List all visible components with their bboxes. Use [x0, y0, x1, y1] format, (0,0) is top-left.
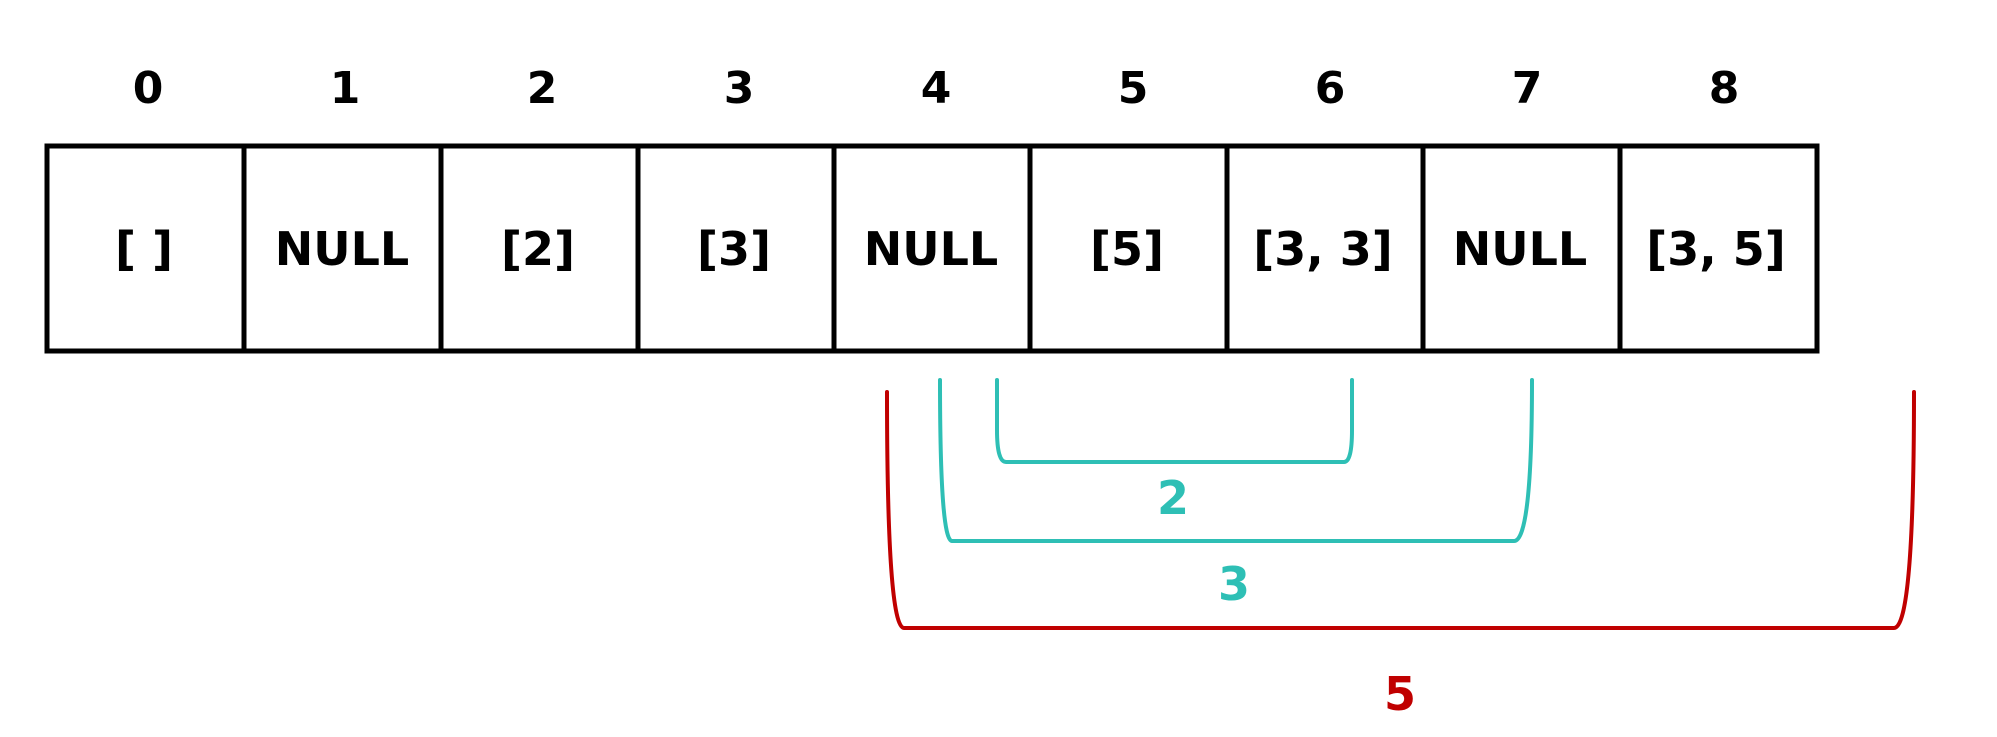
- bracket-5-line: [885, 390, 1916, 630]
- index-label-0: 0: [133, 63, 164, 114]
- cell-value-5: [5]: [1090, 222, 1164, 276]
- cell-value-1: NULL: [275, 222, 409, 276]
- index-label-8: 8: [1709, 63, 1740, 114]
- cell-values: [ ] NULL [2] [3] NULL [5] [3, 3] NULL [3…: [115, 222, 1786, 276]
- index-labels: 0 1 2 3 4 5 6 7 8: [133, 63, 1740, 114]
- bracket-2-label: 2: [1157, 471, 1189, 525]
- cell-value-2: [2]: [501, 222, 575, 276]
- array-grid: [44, 143, 1820, 354]
- bracket-3: 3: [938, 378, 1534, 611]
- index-label-7: 7: [1512, 63, 1543, 114]
- bracket-5-label: 5: [1384, 667, 1416, 721]
- array-outline: [44, 143, 1820, 354]
- cell-value-6: [3, 3]: [1253, 222, 1393, 276]
- bracket-2-line: [995, 378, 1354, 464]
- cell-value-8: [3, 5]: [1646, 222, 1786, 276]
- index-label-3: 3: [724, 63, 755, 114]
- index-label-4: 4: [921, 63, 952, 114]
- cell-value-0: [ ]: [115, 222, 173, 276]
- index-label-2: 2: [527, 63, 558, 114]
- bracket-3-label: 3: [1218, 557, 1250, 611]
- index-label-5: 5: [1118, 63, 1149, 114]
- bracket-2: 2: [995, 378, 1354, 525]
- index-label-1: 1: [330, 63, 361, 114]
- cell-value-4: NULL: [864, 222, 998, 276]
- bracket-3-line: [938, 378, 1534, 543]
- bracket-5: 5: [885, 390, 1916, 721]
- cell-value-3: [3]: [697, 222, 771, 276]
- cell-value-7: NULL: [1453, 222, 1587, 276]
- index-label-6: 6: [1315, 63, 1346, 114]
